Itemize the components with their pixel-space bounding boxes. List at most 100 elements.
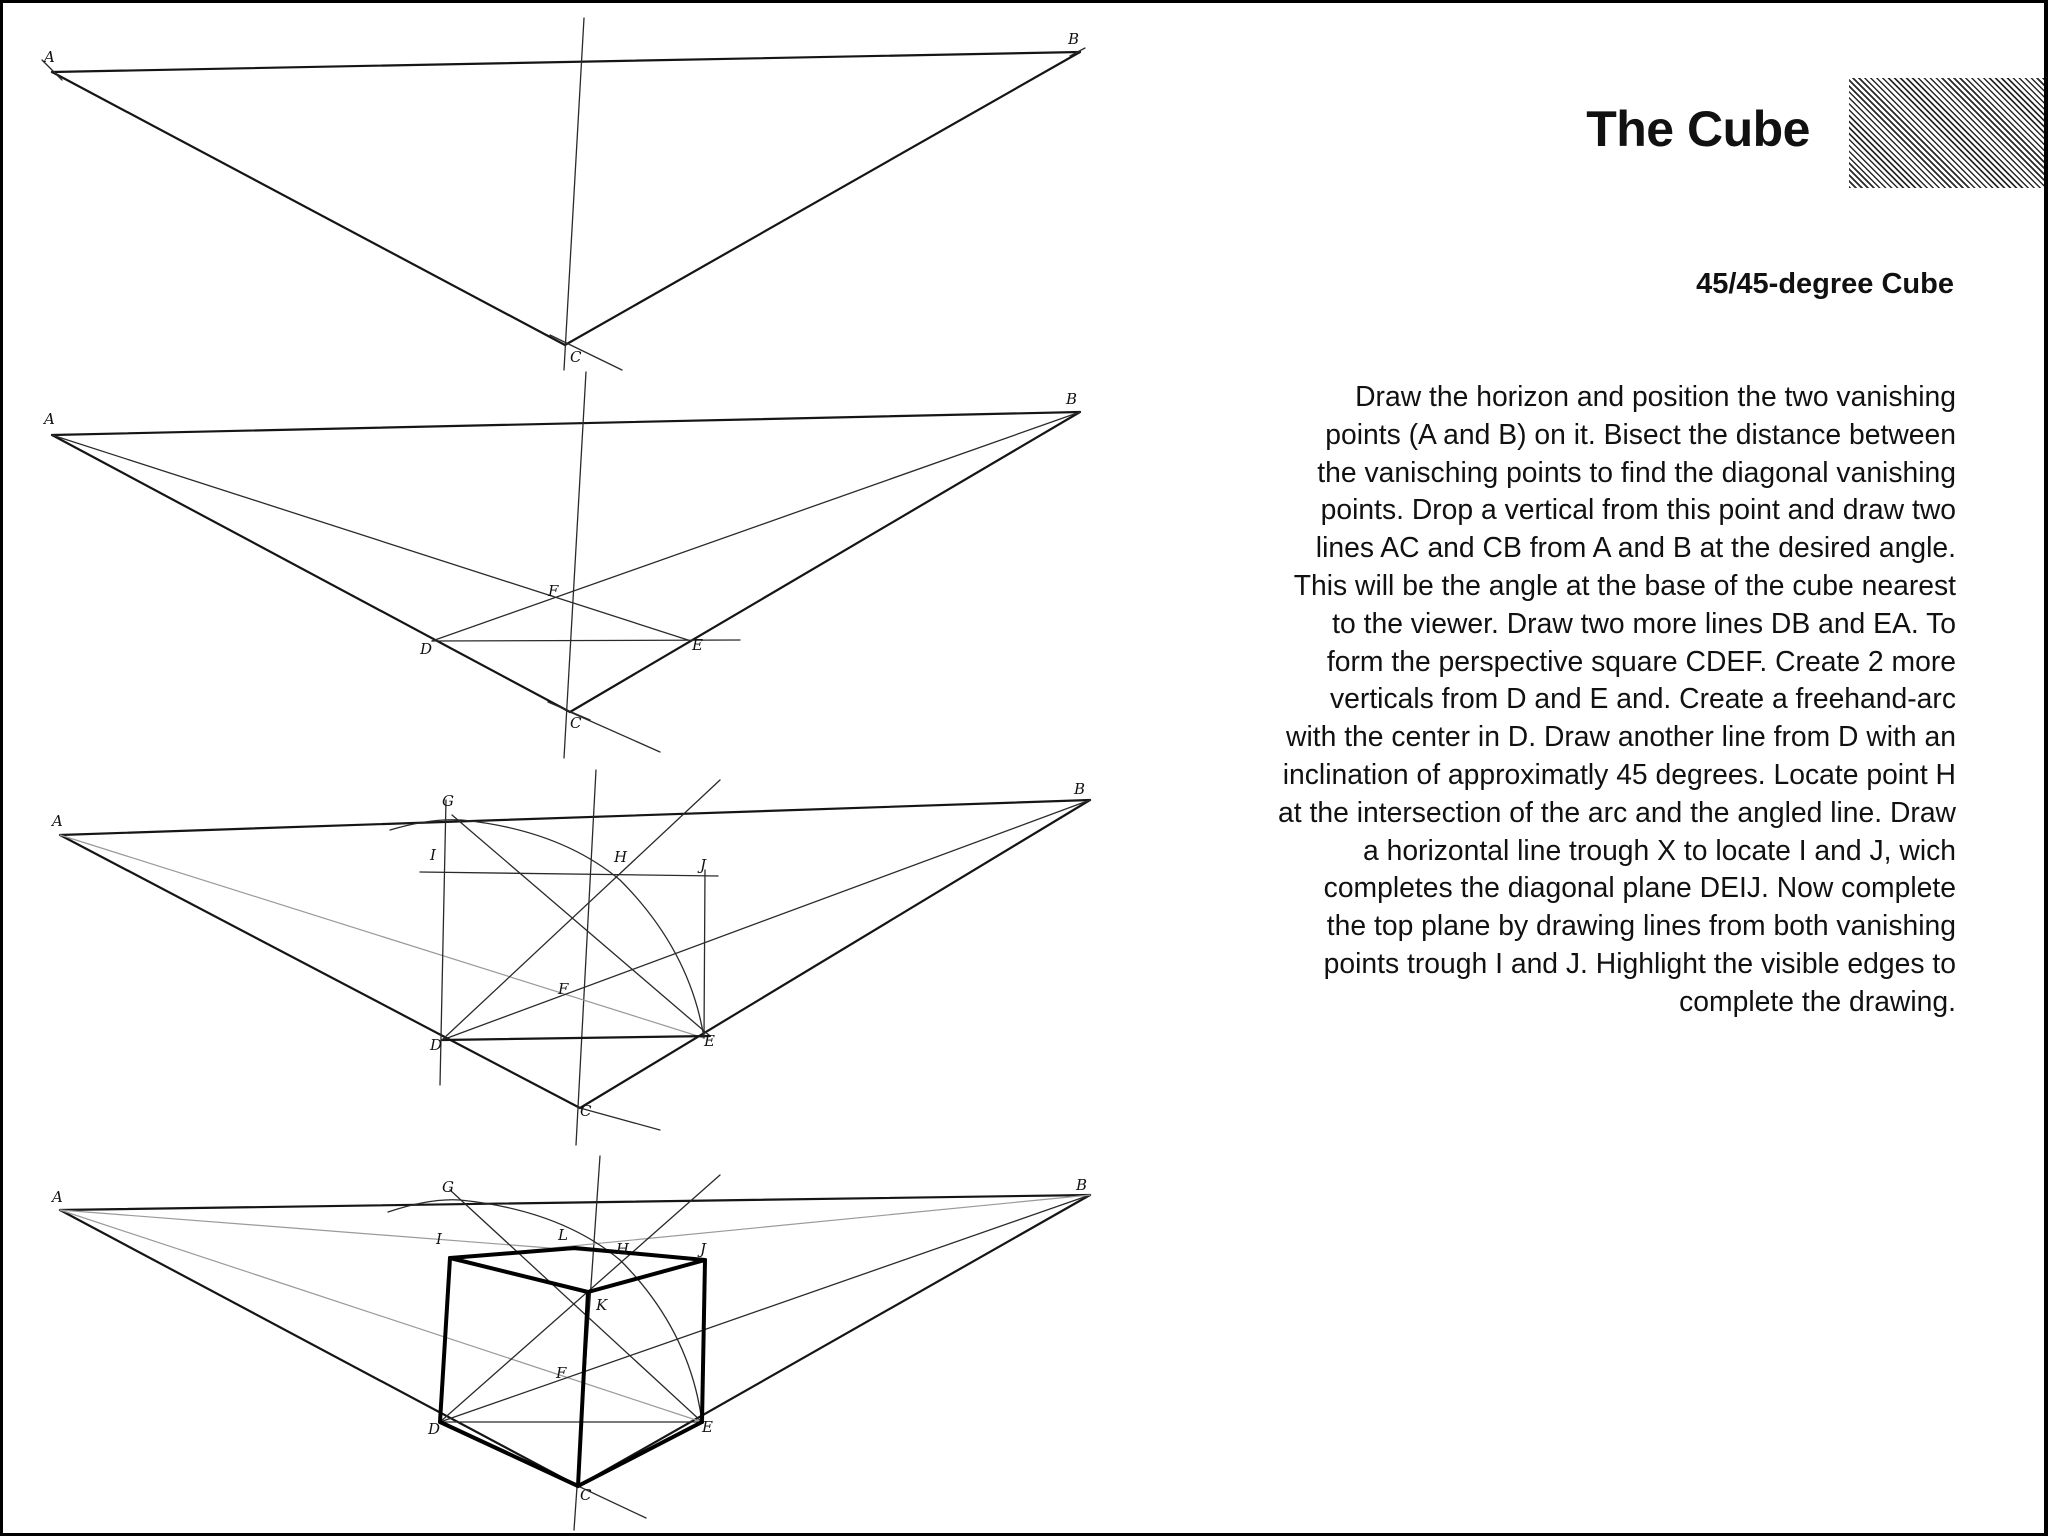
line-ge [449,1189,703,1423]
label-i: I [435,1230,443,1248]
label-h: H [613,848,628,866]
vertical-d [439,799,447,1086]
line-cb [576,1193,1092,1488]
line-cb [563,50,1082,347]
line-ea [59,1209,703,1423]
label-g: G [442,792,454,810]
page-title: The Cube [1586,101,1810,157]
tick-a [41,59,63,81]
label-k: K [595,1296,608,1314]
line-ge [451,814,711,1037]
text-line: points. Drop a vertical from this point … [1320,493,1956,526]
horizon-line [58,798,1092,837]
text-line: points (A and B) on it. Bisect the dista… [1325,417,1956,450]
label-c: C [580,1102,592,1120]
freehand-arc [387,1199,703,1423]
line-c-ext [569,711,661,753]
label-f: F [547,582,559,600]
label-b: B [1073,780,1085,798]
hatched-swatch [1849,78,2044,188]
vertical-e [703,869,706,1039]
freehand-arc [389,819,705,1039]
text-line: with the center in D. Draw another line … [1286,720,1956,753]
text-line: Draw the horizon and position the two va… [1355,380,1956,412]
line-cb [568,410,1082,714]
line-db [441,799,1091,1041]
instruction-text: Draw the horizon and position the two va… [1196,378,1956,1021]
edge-il [448,1246,577,1260]
label-a: A [42,48,55,66]
text-line: the vanisching points to find the diagon… [1317,455,1956,488]
vertical-line [563,371,587,759]
horizon-line [50,410,1082,437]
text-line: at the intersection of the arc and the a… [1278,795,1956,828]
page-border-left [0,0,3,1536]
label-f: F [555,1364,567,1382]
page-border-top [0,0,2048,3]
label-d: D [427,1420,440,1438]
line-de [431,639,741,642]
label-a: A [42,410,55,428]
figure-step-2: A B C D E F [42,371,1082,759]
vertical-line [563,17,585,371]
label-c: C [580,1486,592,1504]
label-j: J [697,1240,707,1258]
text-line: inclination of approximatly 45 degrees. … [1282,757,1956,790]
text-line: complete the drawing. [1679,984,1956,1017]
line-dh-45 [439,1174,721,1423]
label-j: J [697,856,707,874]
figure-step-3: A B C D E F G H I J [50,769,1092,1146]
label-d: D [419,640,432,658]
tick-c [547,701,591,721]
label-i: I [429,846,437,864]
text-line: This will be the angle at the base of th… [1293,568,1956,601]
edge-je [700,1258,707,1424]
edge-dc [438,1420,580,1488]
label-g: G [442,1178,454,1196]
edge-kc [576,1290,590,1488]
line-de [440,1034,712,1042]
figure-step-1: A B C [41,17,1086,371]
line-db [431,411,1081,642]
label-a: A [50,1188,63,1206]
line-c-ext [577,1485,647,1519]
label-e: E [701,1418,713,1436]
line-ea [51,434,689,641]
line-dh-45 [441,779,721,1041]
label-e: E [703,1032,715,1050]
tick-b [1069,47,1086,57]
label-c: C [570,348,582,366]
label-l: L [557,1226,568,1244]
edge-id [438,1256,452,1424]
label-b: B [1075,1176,1087,1194]
vertical-line [575,769,597,1146]
label-a: A [50,812,63,830]
label-b: B [1067,30,1079,48]
line-ij [419,871,719,877]
line-cb [578,798,1092,1110]
label-d: D [429,1036,442,1054]
label-h: H [615,1240,630,1258]
text-line: to the viewer. Draw two more lines DB an… [1332,606,1956,639]
line-db [439,1194,1091,1423]
text-line: form the perspective square CDEF. Create… [1326,644,1956,677]
line-ac [50,70,567,347]
line-ea [59,834,705,1039]
edge-kj [586,1258,707,1294]
tick-c [549,334,623,371]
text-line: verticals from D and E and. Create a fre… [1330,682,1956,715]
horizon-line [50,50,1082,74]
edge-ik [448,1256,590,1294]
text-line: the top plane by drawing lines from both… [1326,909,1956,942]
figure-step-4: A B C D E F G H I J K L [50,1155,1092,1531]
section-heading: 45/45-degree Cube [1696,268,1954,300]
text-line: a horizontal line trough X to locate I a… [1362,833,1956,866]
perspective-drawings: A B C A B C D E F A B [41,17,1092,1531]
text-line: completes the diagonal plane DEIJ. Now c… [1323,871,1956,904]
label-e: E [691,636,703,654]
line-ac [58,1208,580,1488]
line-c-ext [579,1107,661,1131]
line-ac [58,833,582,1110]
page-border-bottom [0,1533,2048,1536]
line-ac [50,433,572,714]
